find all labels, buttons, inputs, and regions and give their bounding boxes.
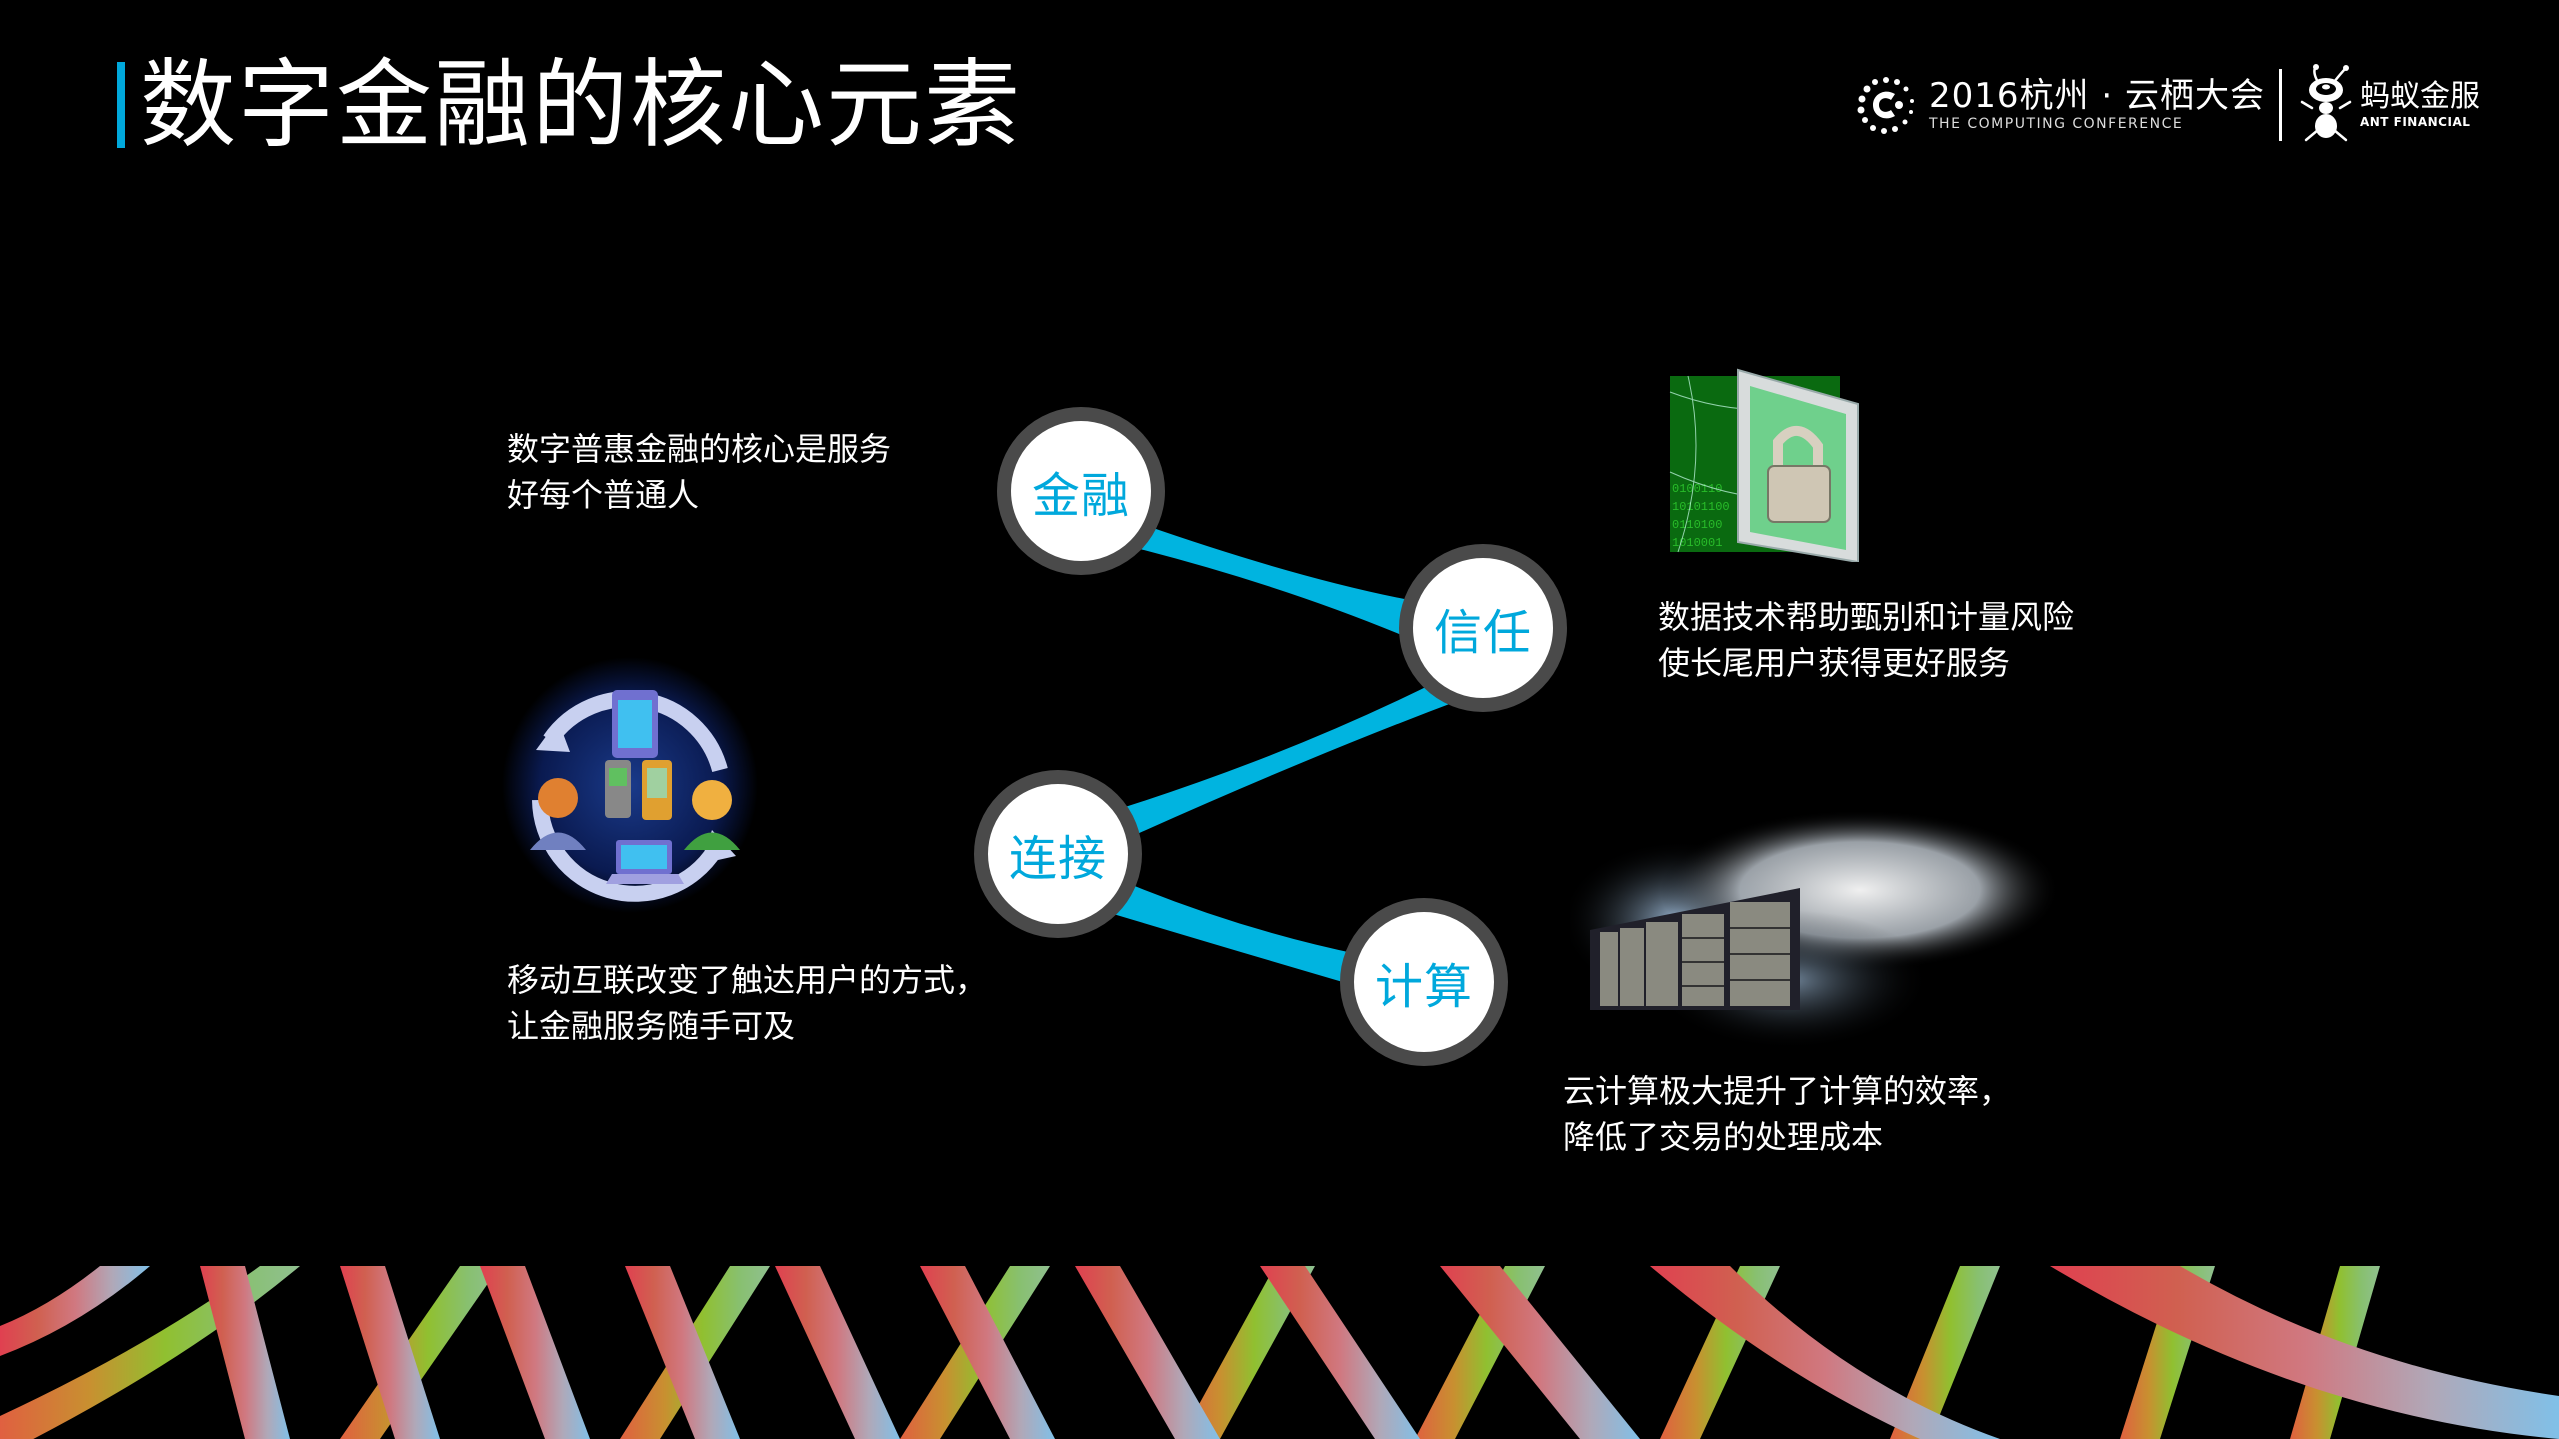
svg-text:0100110: 0100110 <box>1672 482 1722 496</box>
node-finance-label: 金融 <box>1031 468 1130 524</box>
node-finance: 金融 <box>997 407 1165 575</box>
node-trust-label: 信任 <box>1433 605 1532 661</box>
link-trust-connect <box>1090 680 1460 848</box>
link-finance-trust <box>1130 520 1432 648</box>
ant-financial-title-cn: 蚂蚁金服 <box>2359 79 2480 114</box>
conference-title-cn: 2016杭州 · 云栖大会 <box>1929 76 2265 116</box>
finance-desc-line2: 好每个普通人 <box>507 476 700 514</box>
svg-text:1010001: 1010001 <box>1672 536 1722 550</box>
connect-desc-line2: 让金融服务随手可及 <box>507 1007 796 1045</box>
title-accent-bar <box>117 62 125 148</box>
header-logos: 2016杭州 · 云栖大会 THE COMPUTING CONFERENCE 蚂… <box>1855 62 2480 148</box>
connect-description: 移动互联改变了触达用户的方式， 让金融服务随手可及 <box>507 957 987 1049</box>
link-connect-compute <box>1100 880 1370 990</box>
compute-desc-line1: 云计算极大提升了计算的效率， <box>1563 1072 2012 1110</box>
node-compute: 计算 <box>1340 898 1508 1066</box>
finance-description: 数字普惠金融的核心是服务 好每个普通人 <box>507 426 891 518</box>
conference-name: 2016杭州 · 云栖大会 THE COMPUTING CONFERENCE <box>1929 79 2265 131</box>
finance-desc-line1: 数字普惠金融的核心是服务 <box>507 430 892 468</box>
padlock-security-screen-icon: 0100110 10101100 0110100 1010001 <box>1669 368 1859 562</box>
server-rack-cloud-icon <box>1570 810 2060 1050</box>
ant-mascot-logo-icon <box>2300 64 2352 142</box>
trust-desc-line1: 数据技术帮助甄别和计量风险 <box>1658 598 2075 636</box>
node-compute-label: 计算 <box>1374 959 1473 1015</box>
node-trust: 信任 <box>1399 544 1567 712</box>
logo-divider <box>2278 69 2282 141</box>
mobile-devices-users-cycle-icon <box>502 657 758 913</box>
trust-desc-line2: 使长尾用户获得更好服务 <box>1658 644 2011 682</box>
node-connect: 连接 <box>974 770 1142 938</box>
ant-financial-title-en: ANT FINANCIAL <box>2359 115 2471 129</box>
page-title: 数字金融的核心元素 <box>140 49 1022 161</box>
trust-description: 数据技术帮助甄别和计量风险 使长尾用户获得更好服务 <box>1658 594 2074 686</box>
compute-desc-line2: 降低了交易的处理成本 <box>1563 1118 1884 1156</box>
svg-text:10101100: 10101100 <box>1672 500 1730 514</box>
connect-desc-line1: 移动互联改变了触达用户的方式， <box>507 961 988 999</box>
footer-ribbon-decoration <box>0 1266 2559 1439</box>
node-connect-label: 连接 <box>1008 831 1107 887</box>
conference-title-en: THE COMPUTING CONFERENCE <box>1929 116 2184 132</box>
compute-description: 云计算极大提升了计算的效率， 降低了交易的处理成本 <box>1563 1068 2011 1160</box>
svg-text:0110100: 0110100 <box>1672 518 1722 532</box>
ant-financial-name: 蚂蚁金服 ANT FINANCIAL <box>2359 79 2480 129</box>
computing-conference-dot-logo-icon <box>1857 77 1914 134</box>
